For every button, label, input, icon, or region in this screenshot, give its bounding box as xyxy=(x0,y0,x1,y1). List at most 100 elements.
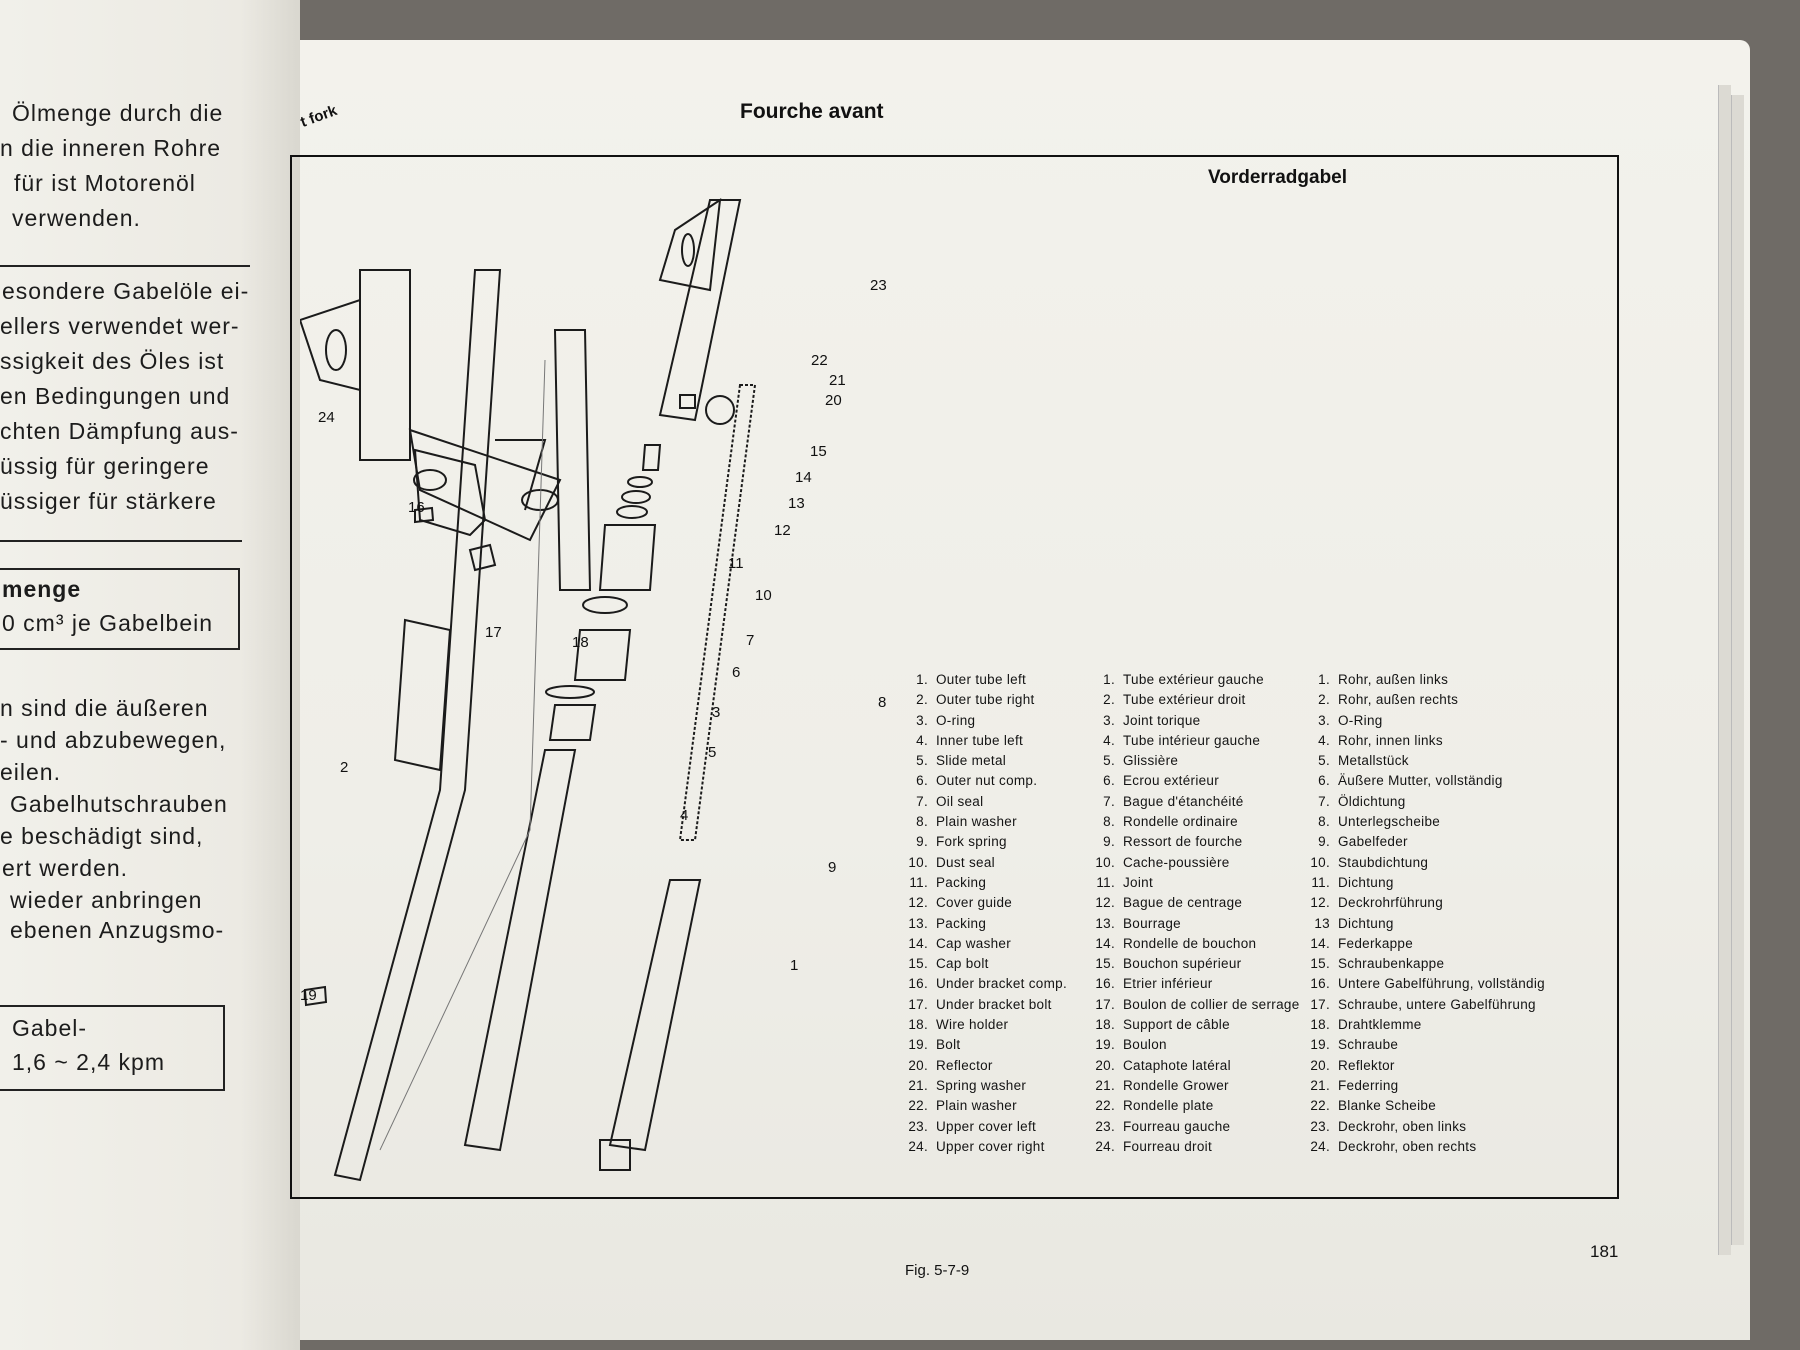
left-text-line: verwenden. xyxy=(12,205,141,231)
legend-row: 12.Deckrohrführung xyxy=(1310,895,1444,911)
callout-number-1: 1 xyxy=(790,957,798,974)
legend-row: 17.Schraube, untere Gabelführung xyxy=(1310,996,1536,1012)
legend-row: 5.Slide metal xyxy=(916,753,1007,769)
legend-row: 23.Deckrohr, oben links xyxy=(1310,1118,1467,1134)
callout-number-24: 24 xyxy=(318,409,335,426)
callout-number-20: 20 xyxy=(825,392,842,409)
left-box-value: 1,6 ~ 2,4 kpm xyxy=(12,1049,165,1075)
legend-row: 10.Cache-poussière xyxy=(1095,854,1230,870)
left-page: Ölmenge durch die n die inneren Rohre fü… xyxy=(0,0,300,1350)
legend-row: 9.Ressort de fourche xyxy=(1103,834,1243,850)
legend-row: 18.Support de câble xyxy=(1095,1017,1230,1033)
legend-row: 24.Deckrohr, oben rechts xyxy=(1310,1138,1477,1154)
callout-number-2: 2 xyxy=(340,759,348,776)
legend-row: 17.Under bracket bolt xyxy=(908,996,1052,1012)
callout-number-13: 13 xyxy=(788,495,805,512)
callout-number-22: 22 xyxy=(811,352,828,369)
under-bracket xyxy=(408,428,562,542)
legend-german: 1.Rohr, außen links 2.Rohr, außen rechts… xyxy=(1300,672,1545,1159)
callout-number-3: 3 xyxy=(712,704,720,721)
upper-cover-left xyxy=(359,269,411,461)
left-text-line: wieder anbringen xyxy=(10,887,203,913)
callout-number-15: 15 xyxy=(810,443,827,460)
left-text-line: esondere Gabelöle ei- xyxy=(2,278,250,304)
legend-row: 14.Rondelle de bouchon xyxy=(1095,935,1257,951)
legend-row: 20.Reflector xyxy=(908,1057,993,1073)
callout-number-16: 16 xyxy=(408,499,425,516)
left-box-value: 0 cm³ je Gabelbein xyxy=(2,610,214,636)
legend-row: 1.Rohr, außen links xyxy=(1318,672,1449,687)
outer-tube-right xyxy=(333,269,502,1182)
legend-row: 10.Dust seal xyxy=(908,854,995,870)
legend-row: 8.Unterlegscheibe xyxy=(1318,814,1441,830)
page-title-german: Vorderradgabel xyxy=(1208,167,1348,188)
legend-row: 6.Äußere Mutter, vollständig xyxy=(1318,773,1503,789)
legend-row: 19.Bolt xyxy=(908,1037,961,1053)
callout-number-11: 11 xyxy=(728,555,744,572)
legend-row: 22.Plain washer xyxy=(908,1098,1017,1114)
legend-row: 7.Oil seal xyxy=(916,793,984,809)
legend-row: 16.Under bracket comp. xyxy=(908,976,1068,992)
left-text-line: üssiger für stärkere xyxy=(0,488,217,514)
legend-row: 7.Bague d'étanchéité xyxy=(1103,793,1244,809)
legend-row: 5.Glissière xyxy=(1103,753,1179,769)
left-text-line: ebenen Anzugsmo- xyxy=(10,917,225,943)
callout-number-9: 9 xyxy=(828,859,836,876)
inner-tube-left xyxy=(463,749,577,1152)
legend-row: 20.Reflektor xyxy=(1310,1057,1395,1073)
left-torque-box: Gabel- 1,6 ~ 2,4 kpm xyxy=(0,1005,225,1091)
legend-row: 1.Outer tube left xyxy=(916,672,1027,687)
callout-number-12: 12 xyxy=(774,522,791,539)
left-text-line: Ölmenge durch die xyxy=(12,100,224,126)
callout-number-5: 5 xyxy=(708,744,716,761)
legend-row: 11.Joint xyxy=(1096,874,1154,890)
legend-row: 2.Outer tube right xyxy=(916,692,1035,708)
legend-row: 24.Upper cover right xyxy=(908,1138,1045,1154)
left-text-line: en Bedingungen und xyxy=(0,383,231,409)
callout-number-4: 4 xyxy=(680,807,688,824)
callout-number-19: 19 xyxy=(300,987,317,1004)
legend-row: 18.Wire holder xyxy=(908,1017,1009,1033)
left-text-line: Gabelhutschrauben xyxy=(10,791,228,817)
fork-spring xyxy=(678,384,757,841)
legend-row: 14.Cap washer xyxy=(908,935,1012,951)
legend-french: 1.Tube extérieur gauche 2.Tube extérieur… xyxy=(1085,672,1300,1159)
left-text-line: für ist Motorenöl xyxy=(14,170,196,196)
left-text-line: ert werden. xyxy=(2,855,129,881)
legend-row: 6.Ecrou extérieur xyxy=(1103,773,1220,789)
legend-row: 3.Joint torique xyxy=(1103,712,1201,728)
legend-row: 19.Schraube xyxy=(1310,1037,1399,1053)
legend-row: 18.Drahtklemme xyxy=(1310,1017,1422,1033)
legend-row: 15.Cap bolt xyxy=(908,956,989,972)
callout-number-21: 21 xyxy=(829,372,846,389)
left-spec-box: menge 0 cm³ je Gabelbein xyxy=(0,568,240,650)
legend-row: 2.Rohr, außen rechts xyxy=(1318,692,1459,708)
legend-row: 15.Schraubenkappe xyxy=(1310,956,1445,972)
legend-row: 17.Boulon de collier de serrage xyxy=(1095,996,1300,1012)
legend-row: 9.Fork spring xyxy=(916,834,1007,850)
legend-row: 7.Öldichtung xyxy=(1318,793,1406,809)
left-box-label: menge xyxy=(2,576,82,602)
callout-number-6: 6 xyxy=(732,664,740,681)
legend-row: 21.Federring xyxy=(1310,1077,1399,1093)
legend-row: 13.Bourrage xyxy=(1095,915,1181,931)
legend-row: 23.Fourreau gauche xyxy=(1095,1118,1231,1134)
callout-number-7: 7 xyxy=(746,632,754,649)
legend-row: 5.Metallstück xyxy=(1318,753,1409,769)
legend-english: 1.Outer tube left 2.Outer tube right 3.O… xyxy=(898,672,1067,1159)
legend-row: 6.Outer nut comp. xyxy=(916,773,1038,789)
legend-row: 3.O-Ring xyxy=(1318,712,1383,728)
left-text-line: ellers verwendet wer- xyxy=(0,313,240,339)
left-text-line: eilen. xyxy=(0,759,61,785)
left-text-line: chten Dämpfung aus- xyxy=(0,418,239,444)
legend-row: 9.Gabelfeder xyxy=(1318,834,1408,850)
legend-row: 16.Untere Gabelführung, vollständig xyxy=(1310,976,1545,992)
legend-row: 24.Fourreau droit xyxy=(1095,1138,1212,1154)
legend-row: 14.Federkappe xyxy=(1310,935,1414,951)
legend-row: 21.Rondelle Grower xyxy=(1095,1077,1229,1093)
callout-number-17: 17 xyxy=(485,624,502,641)
legend-row: 8.Rondelle ordinaire xyxy=(1103,814,1238,830)
page-stack-edge xyxy=(1731,95,1744,1245)
callout-number-23: 23 xyxy=(870,277,887,294)
legend-row: 10.Staubdichtung xyxy=(1310,854,1429,870)
